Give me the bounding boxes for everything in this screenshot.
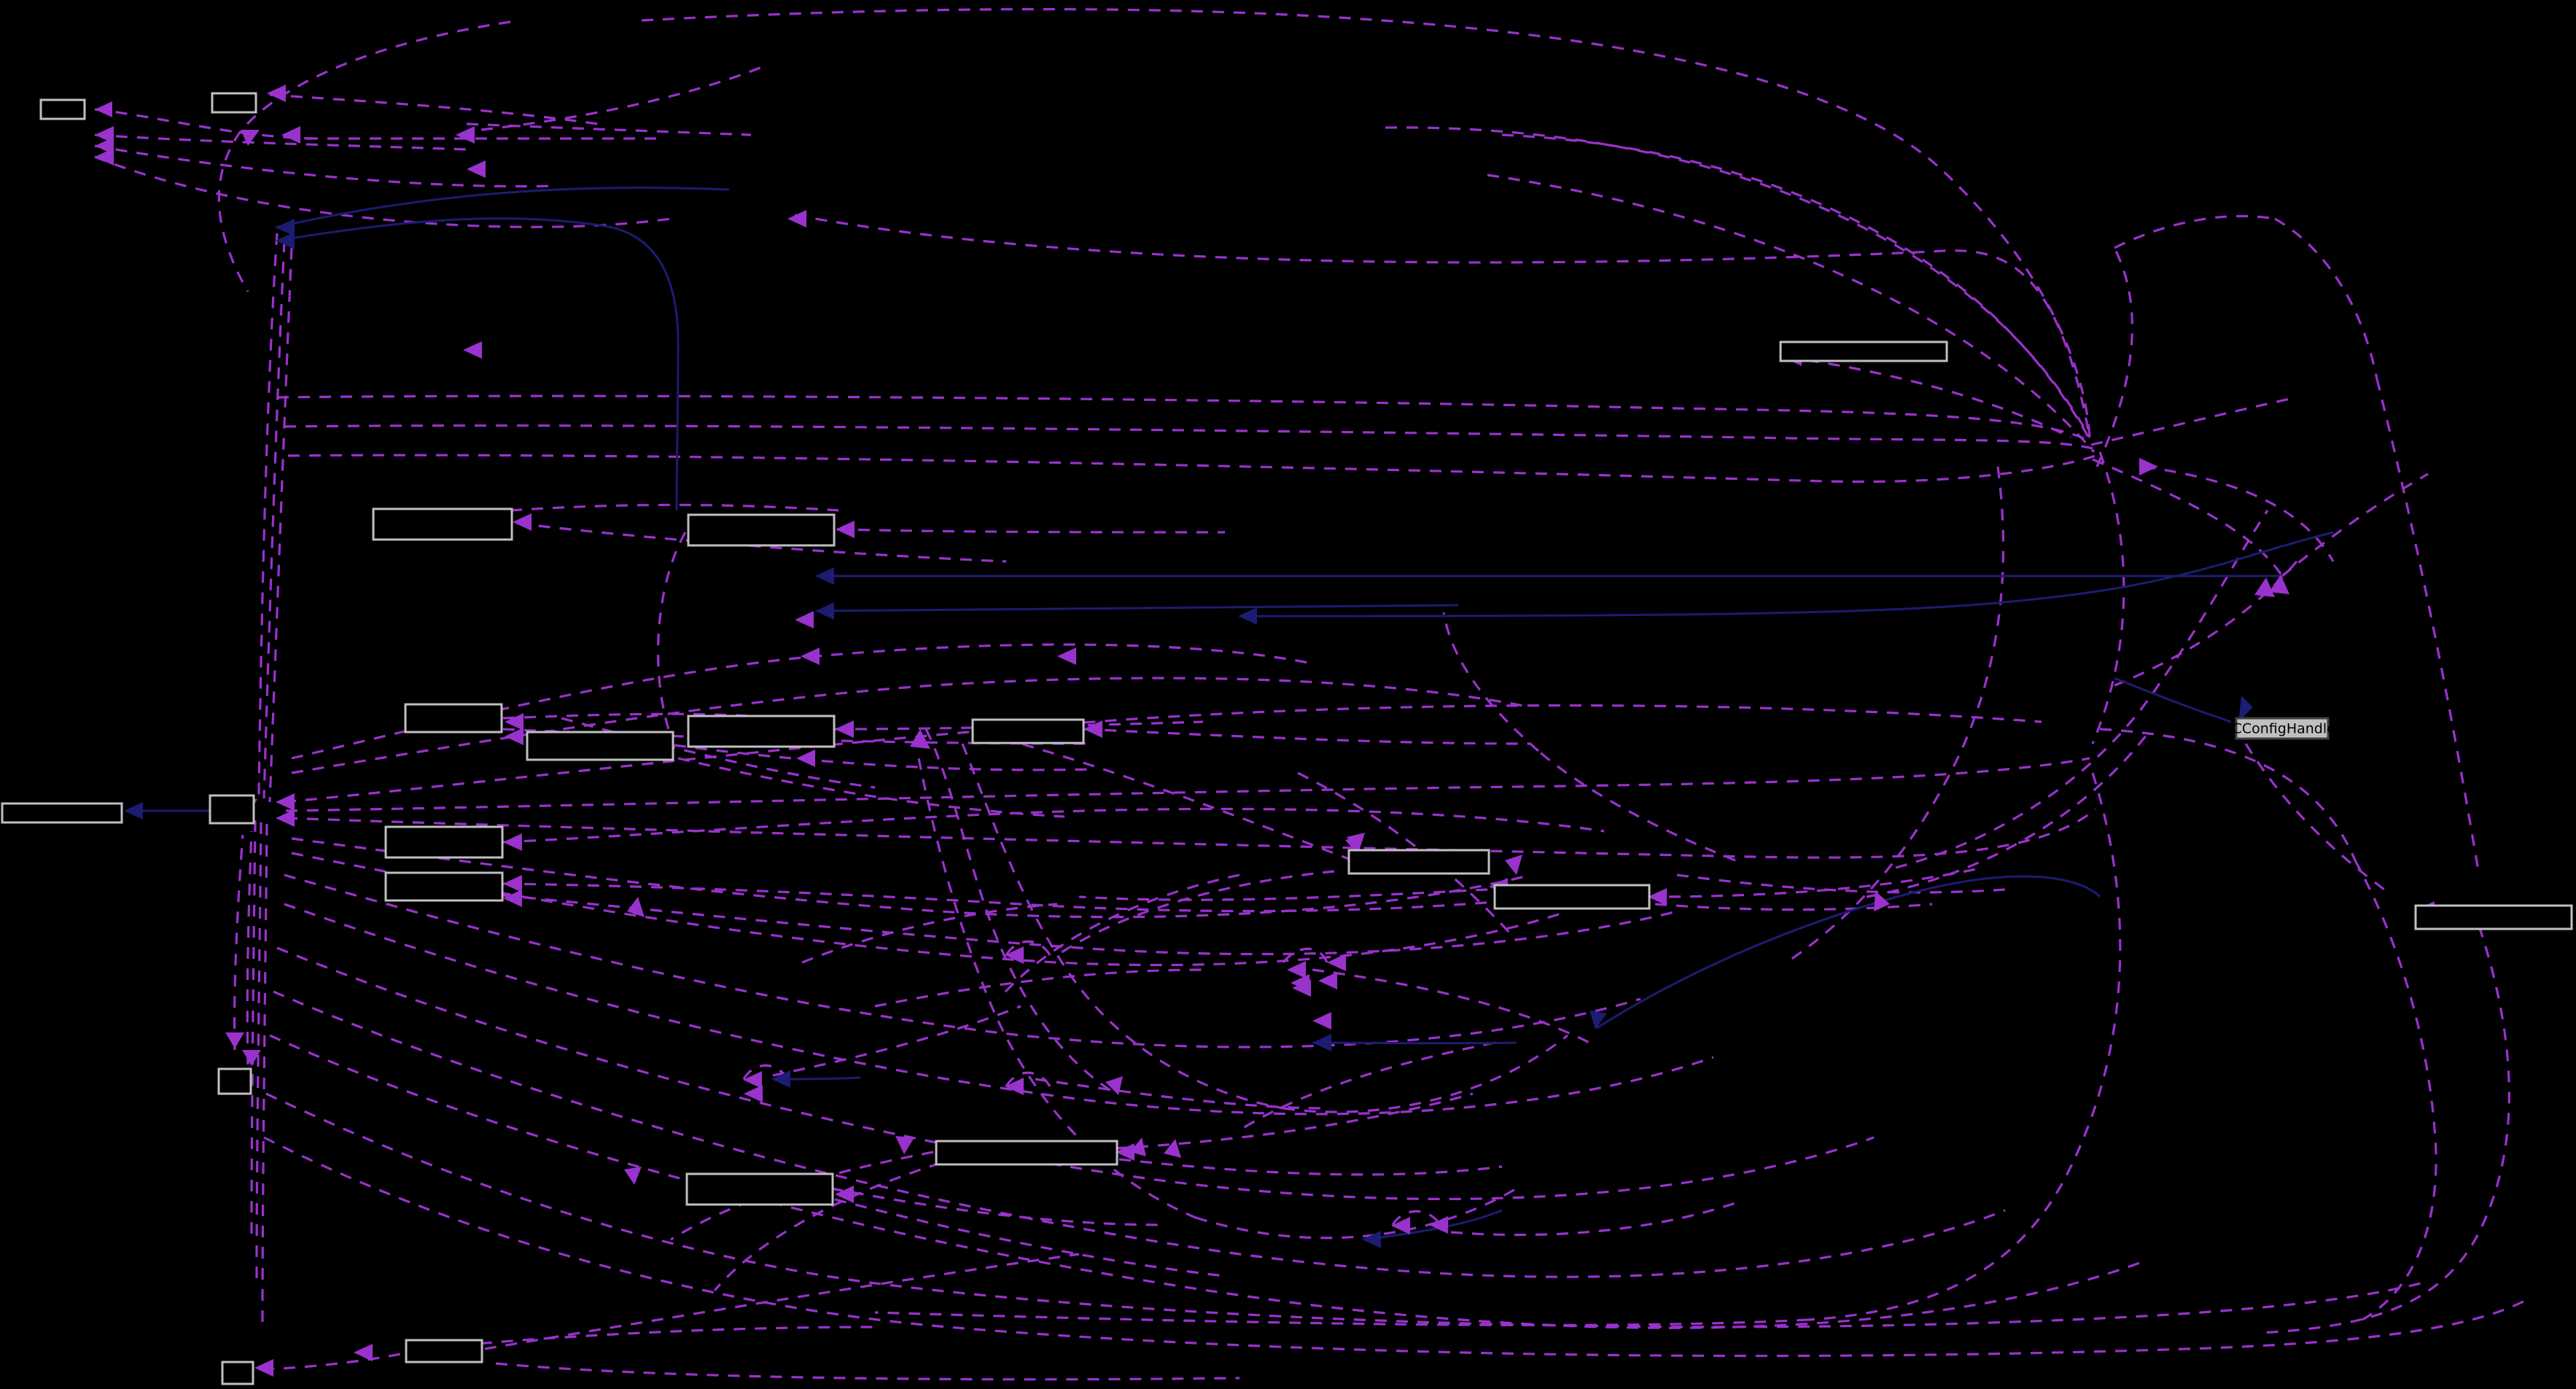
node-label: RCConfigHandler <box>2223 721 2340 737</box>
node-rect[interactable] <box>687 715 836 748</box>
graph-node[interactable] <box>687 715 836 748</box>
node-rect[interactable] <box>372 507 513 541</box>
graph-node[interactable] <box>211 92 257 114</box>
node-rect[interactable] <box>2414 904 2573 930</box>
graph-node[interactable] <box>1347 849 1490 875</box>
node-rect[interactable] <box>404 703 503 734</box>
node-rect[interactable] <box>1 802 123 824</box>
node-rect[interactable] <box>1779 341 1948 362</box>
graph-node[interactable] <box>221 1361 254 1385</box>
graph-node[interactable] <box>687 513 836 547</box>
node-rect[interactable] <box>39 98 86 120</box>
graph-node[interactable] <box>1493 884 1651 910</box>
node-rect[interactable] <box>1347 849 1490 875</box>
arrowhead-group <box>95 85 2435 1377</box>
node-rect[interactable] <box>217 1067 252 1095</box>
graph-node[interactable] <box>2414 904 2573 930</box>
node-rect[interactable] <box>687 513 836 547</box>
graph-node-root[interactable]: RCConfigHandler <box>2223 717 2341 740</box>
node-rect[interactable] <box>384 825 504 859</box>
graph-node[interactable] <box>405 1339 483 1363</box>
graph-node[interactable] <box>209 794 255 825</box>
graph-node[interactable] <box>39 98 86 120</box>
node-rect-root[interactable] <box>2235 717 2330 740</box>
graph-node[interactable] <box>384 825 504 859</box>
edge-group-dashed-purple <box>94 7 2531 1381</box>
graph-node[interactable] <box>685 1172 834 1206</box>
node-rect[interactable] <box>384 871 504 902</box>
node-group[interactable]: RCConfigHandler <box>1 92 2573 1385</box>
graph-node[interactable] <box>971 718 1085 744</box>
node-rect[interactable] <box>1493 884 1651 910</box>
node-rect[interactable] <box>211 92 257 114</box>
node-rect[interactable] <box>685 1172 834 1206</box>
node-rect[interactable] <box>935 1140 1118 1166</box>
graph-node[interactable] <box>384 871 504 902</box>
node-rect[interactable] <box>209 794 255 825</box>
graph-node[interactable] <box>935 1140 1118 1166</box>
graph-node[interactable] <box>404 703 503 734</box>
graph-node[interactable] <box>372 507 513 541</box>
node-rect[interactable] <box>971 718 1085 744</box>
graph-node[interactable] <box>1 802 123 824</box>
graph-node[interactable] <box>1779 341 1948 362</box>
graph-node[interactable] <box>526 731 674 761</box>
node-rect[interactable] <box>405 1339 483 1363</box>
node-rect[interactable] <box>526 731 674 761</box>
node-rect[interactable] <box>221 1361 254 1385</box>
graph-node[interactable] <box>217 1067 252 1095</box>
